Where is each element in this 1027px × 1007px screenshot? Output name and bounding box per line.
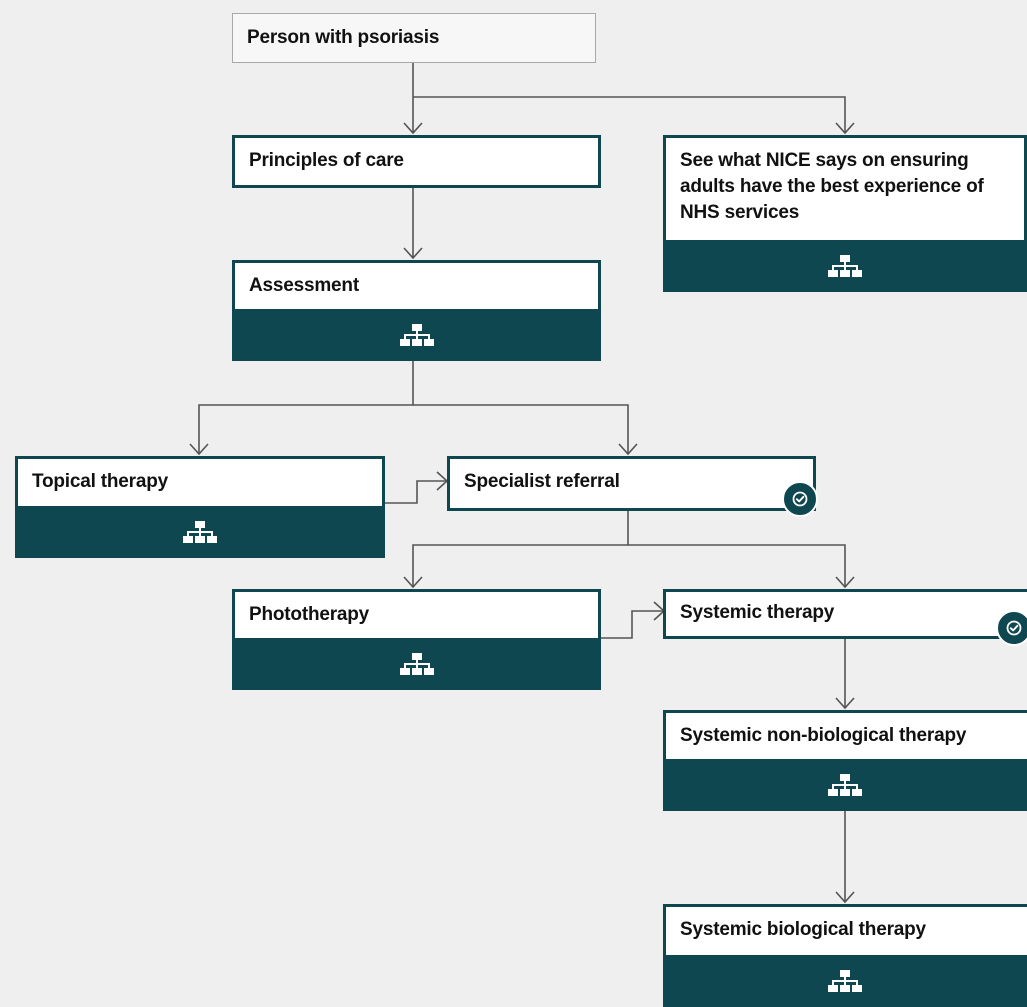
node-bar[interactable] <box>663 955 1027 1007</box>
node-bar[interactable] <box>232 309 601 361</box>
check-icon <box>792 491 808 507</box>
node-label: Phototherapy <box>249 604 370 625</box>
node-label: Systemic biological therapy <box>680 919 926 940</box>
arrowhead <box>403 576 423 589</box>
node-bar[interactable] <box>15 506 385 558</box>
connector-phototherapy-systemic <box>601 610 664 639</box>
arrowhead <box>403 122 423 135</box>
hierarchy-icon <box>828 970 862 992</box>
node-label: Systemic therapy <box>680 602 835 623</box>
node-label: Person with psoriasis <box>247 27 440 48</box>
check-badge-icon[interactable] <box>996 610 1027 646</box>
node-systemic-non-biological-therapy[interactable]: Systemic non-biological therapy <box>663 710 1027 811</box>
arrowhead <box>835 697 855 710</box>
hierarchy-icon <box>828 774 862 796</box>
node-assessment[interactable]: Assessment <box>232 260 601 361</box>
node-principles-of-care[interactable]: Principles of care <box>232 135 601 188</box>
connector-assessment-specialist <box>413 404 629 454</box>
check-badge-icon[interactable] <box>782 481 818 517</box>
arrowhead <box>403 247 423 260</box>
node-label: Principles of care <box>249 150 404 171</box>
hierarchy-icon <box>399 324 434 346</box>
check-icon <box>1006 620 1022 636</box>
connector-specialist-phototherapy <box>412 511 629 587</box>
arrowhead <box>835 891 855 904</box>
hierarchy-icon <box>183 521 217 543</box>
node-bar[interactable] <box>663 759 1027 811</box>
arrowhead <box>835 122 855 135</box>
node-systemic-biological-therapy[interactable]: Systemic biological therapy <box>663 904 1027 1007</box>
node-label: Specialist referral <box>464 471 620 492</box>
hierarchy-icon <box>828 255 862 277</box>
connector-topical-specialist <box>385 480 447 504</box>
connector-person-nice <box>413 96 846 133</box>
node-label: Assessment <box>249 275 359 296</box>
node-systemic-therapy[interactable]: Systemic therapy <box>663 589 1027 639</box>
node-label: Systemic non-biological therapy <box>680 725 967 746</box>
node-label: Topical therapy <box>32 471 169 492</box>
arrowhead <box>618 443 638 456</box>
node-bar[interactable] <box>232 638 601 690</box>
node-bar[interactable] <box>663 240 1027 292</box>
node-phototherapy[interactable]: Phototherapy <box>232 589 601 690</box>
arrowhead <box>835 576 855 589</box>
hierarchy-icon <box>399 653 434 675</box>
node-specialist-referral[interactable]: Specialist referral <box>447 456 816 511</box>
connector-assessment-topical <box>198 361 414 454</box>
node-topical-therapy[interactable]: Topical therapy <box>15 456 385 558</box>
node-person-with-psoriasis[interactable]: Person with psoriasis <box>232 13 596 63</box>
node-label: See what NICE says on ensuring adults ha… <box>680 150 984 223</box>
node-nice-experience[interactable]: See what NICE says on ensuring adults ha… <box>663 135 1027 292</box>
connector-specialist-systemic <box>628 544 846 587</box>
arrowhead <box>189 443 209 456</box>
